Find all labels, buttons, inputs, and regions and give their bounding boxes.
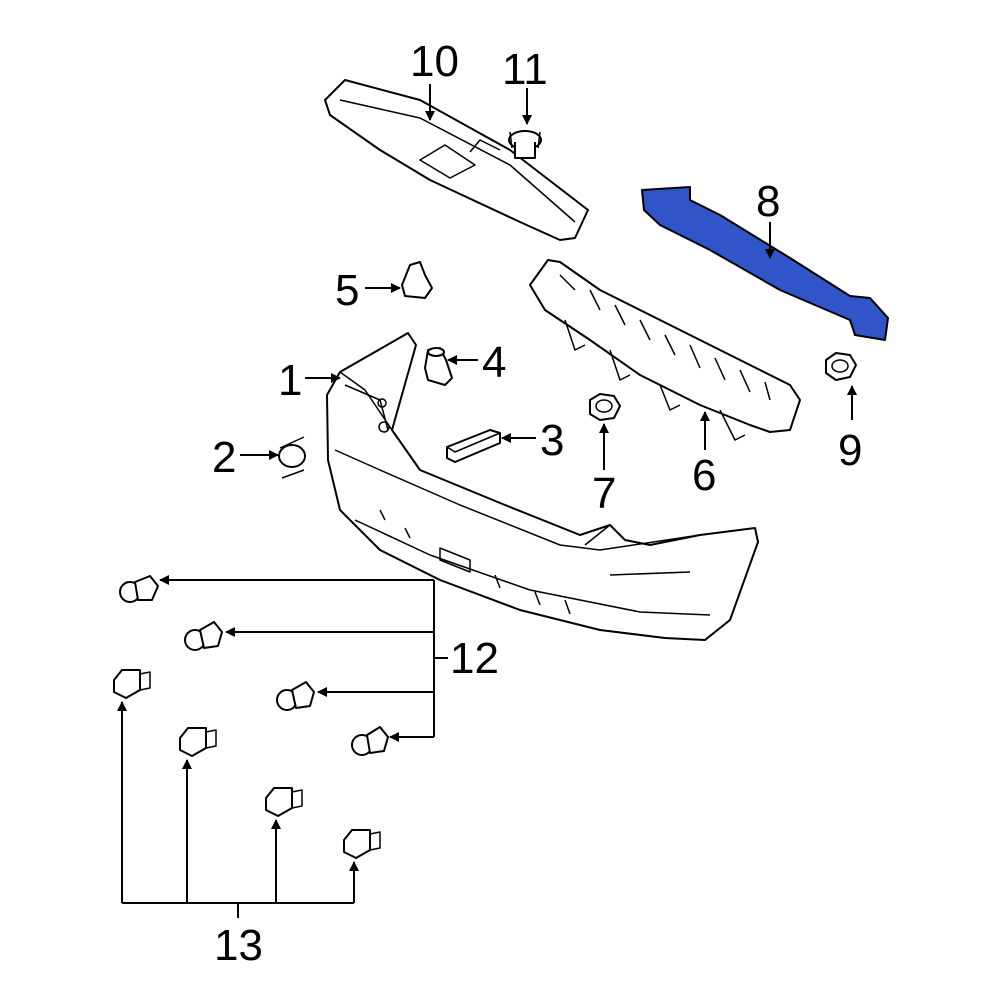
callout-3: 3 <box>540 416 564 465</box>
pin-13a <box>113 669 151 699</box>
callout-4: 4 <box>482 338 506 387</box>
callout-7: 7 <box>592 469 616 518</box>
nut-7-part <box>589 393 621 421</box>
callout-2: 2 <box>212 433 236 482</box>
callout-8: 8 <box>756 177 780 226</box>
callout-11: 11 <box>502 45 548 94</box>
callout-5: 5 <box>335 266 359 315</box>
energy-absorber-part <box>529 259 801 441</box>
reinforcement-beam-part <box>641 186 889 341</box>
callout-10: 10 <box>410 37 459 86</box>
leader-lines <box>117 84 857 918</box>
bracket-4-part <box>424 347 453 386</box>
pin-13c <box>265 787 303 817</box>
clip-12a <box>119 575 159 603</box>
pin-13d <box>343 829 381 859</box>
pin-13-group <box>113 669 381 859</box>
clip-2-part <box>278 436 306 479</box>
callout-12: 12 <box>450 634 499 683</box>
clip-11-part <box>508 130 542 159</box>
bracket-5-part <box>401 261 433 299</box>
callout-9: 9 <box>838 426 862 475</box>
clip-12d <box>351 726 389 756</box>
clip-12-group <box>119 575 389 756</box>
callout-13: 13 <box>214 921 263 970</box>
pin-13b <box>179 727 217 757</box>
nut-9-part <box>825 352 857 381</box>
callout-6: 6 <box>692 451 716 500</box>
step-pad-part <box>324 79 589 241</box>
clip-12b <box>184 621 223 651</box>
callout-1: 1 <box>278 356 302 405</box>
bumper-cover-part <box>326 332 759 641</box>
callout-labels: 10 11 8 5 1 4 3 2 7 6 9 12 13 <box>212 37 862 970</box>
bracket-3-part <box>446 429 501 463</box>
clip-12c <box>276 681 315 711</box>
